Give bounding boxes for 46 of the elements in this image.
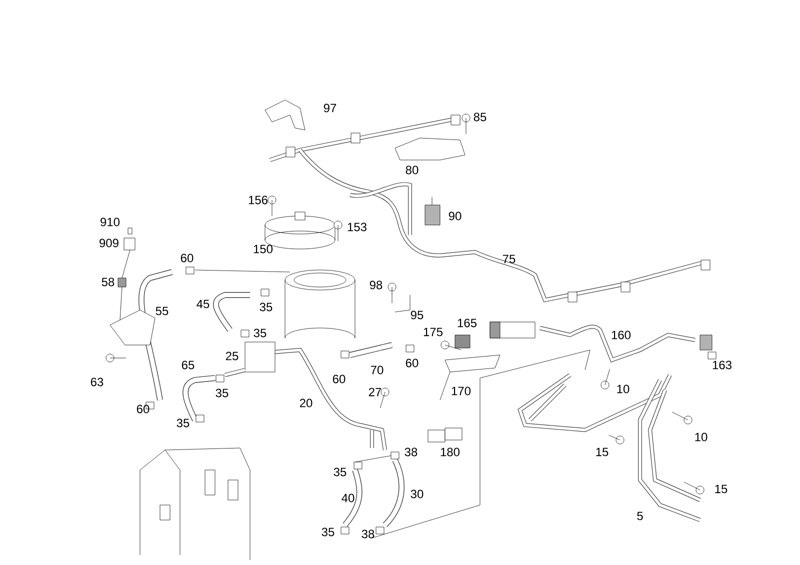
callout-number: 35	[254, 328, 266, 338]
callout-number: 75	[502, 254, 516, 264]
callout-number: 160	[612, 330, 631, 340]
callout-number: 63	[90, 378, 104, 386]
callout-number: 70	[370, 366, 384, 374]
callout-number: 153	[348, 222, 366, 232]
callout-number: 35	[176, 418, 190, 428]
callout-number: 165	[458, 318, 476, 328]
callout-number: 85	[474, 112, 486, 122]
callout-number: 60	[180, 254, 194, 262]
callout-number: 909	[100, 238, 118, 248]
callout-number: 15	[596, 448, 608, 456]
callout-number: 38	[362, 530, 374, 538]
callout-number: 97	[324, 104, 336, 112]
callout-number: 55	[156, 306, 168, 316]
callout-number: 60	[406, 358, 418, 368]
callout-number: 35	[322, 528, 334, 536]
callout-number: 35	[334, 468, 346, 476]
callout-number: 38	[404, 448, 418, 456]
callout-number: 60	[136, 404, 150, 414]
callout-number: 35	[260, 302, 272, 312]
callout-number: 27	[368, 388, 382, 396]
callout-number: 98	[370, 280, 382, 290]
callout-number: 45	[196, 300, 210, 308]
callout-number: 170	[452, 386, 471, 396]
callout-number: 40	[342, 494, 354, 502]
callout-number: 150	[254, 244, 273, 254]
callout-number: 95	[410, 310, 424, 320]
callout-number: 25	[226, 352, 238, 360]
callout-number: 65	[182, 360, 194, 370]
callout-number: 80	[406, 166, 418, 174]
callout-number: 175	[424, 328, 442, 336]
callout-number: 20	[300, 398, 312, 408]
callout-number: 910	[100, 218, 120, 226]
callout-number: 90	[448, 212, 462, 220]
callout-number: 180	[440, 448, 460, 456]
callout-number: 156	[248, 196, 268, 204]
callout-number: 5	[637, 512, 643, 520]
callout-number: 163	[712, 360, 732, 370]
callout-number: 10	[695, 432, 708, 442]
callout-number: 15	[715, 484, 728, 494]
callout-number: 60	[332, 374, 346, 384]
callout-number: 30	[410, 490, 424, 498]
callout-number: 10	[617, 384, 630, 394]
callout-number: 35	[216, 388, 228, 398]
callout-number: 58	[102, 278, 114, 286]
